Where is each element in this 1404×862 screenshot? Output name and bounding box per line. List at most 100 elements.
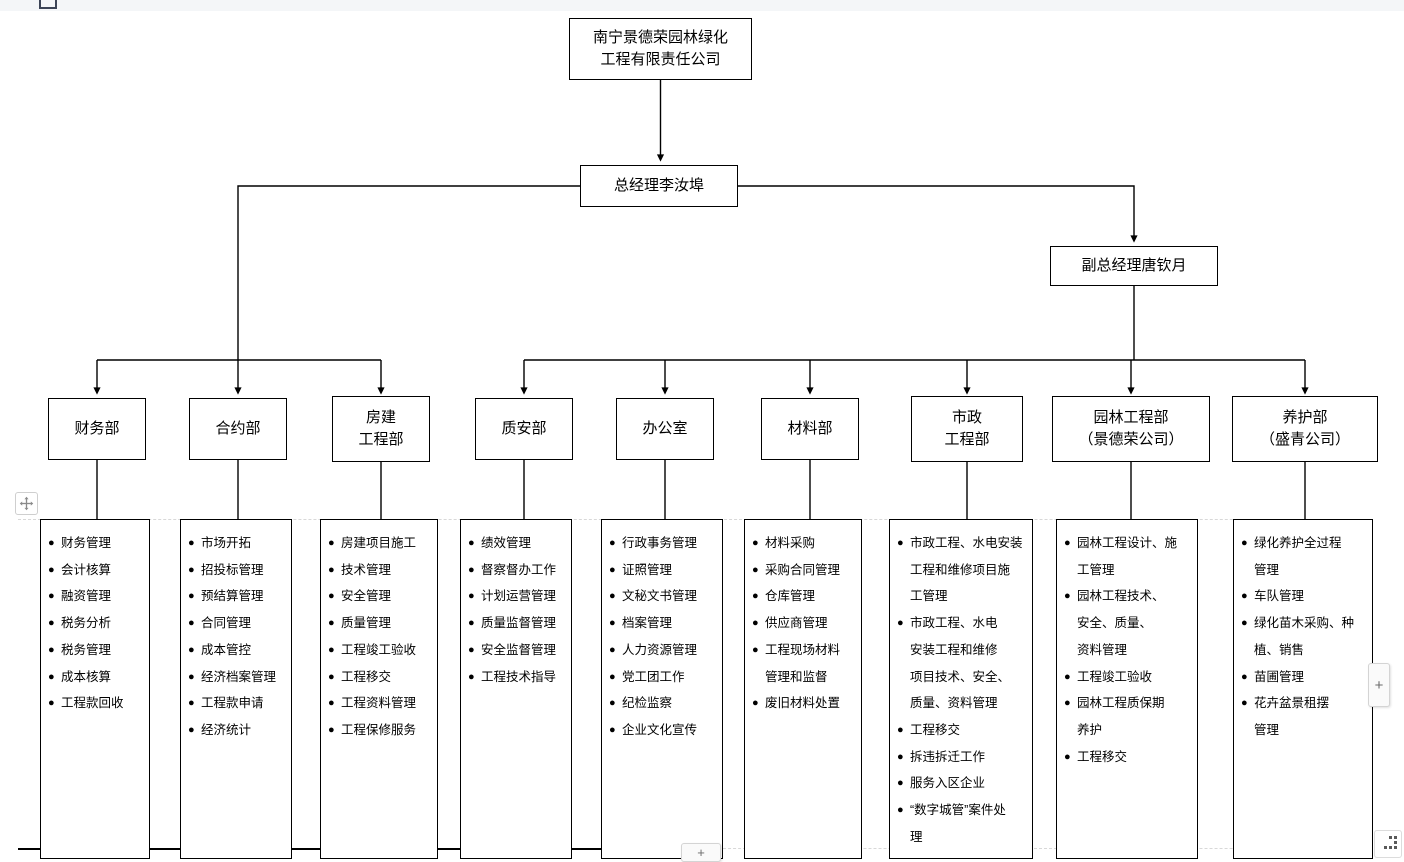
duty-item-label: 档案管理: [622, 616, 673, 631]
duty-item-label: 招投标管理: [201, 562, 264, 577]
duty-item: ●会计核算: [48, 557, 142, 584]
duty-item: ●“数字城管”案件处 理: [897, 797, 1025, 850]
duty-item: ●车队管理: [1241, 583, 1365, 610]
department-node-materials[interactable]: 材料部: [761, 398, 859, 460]
bullet-icon: ●: [188, 723, 195, 736]
bullet-icon: ●: [752, 590, 759, 603]
duty-item: ●企业文化宣传: [609, 717, 715, 744]
department-duties-maintenance[interactable]: ●绿化养护全过程 管理●车队管理●绿化苗木采购、种 植、销售●苗圃管理●花卉盆景…: [1233, 519, 1373, 859]
duty-item: ●市政工程、水电安装 工程和维修项目施 工管理: [897, 530, 1025, 610]
duty-item: ●招投标管理: [188, 557, 284, 584]
duty-item-label: 合同管理: [201, 616, 252, 631]
bullet-icon: ●: [188, 617, 195, 630]
department-node-landscape[interactable]: 园林工程部 （景德荣公司）: [1052, 396, 1210, 462]
general-manager-node[interactable]: 总经理李汝埠: [580, 165, 738, 207]
bullet-icon: ●: [188, 697, 195, 710]
duty-item-label: 绩效管理: [481, 536, 532, 550]
bullet-icon: ●: [1064, 697, 1071, 710]
bullet-icon: ●: [328, 590, 335, 603]
department-duties-landscape[interactable]: ●园林工程设计、施 工管理●园林工程技术、 安全、质量、 资料管理●工程竣工验收…: [1056, 519, 1198, 859]
duty-item: ● 督察督办工作: [468, 557, 564, 584]
vice-general-manager-node[interactable]: 副总经理唐钦月: [1050, 246, 1218, 286]
department-node-finance[interactable]: 财务部: [48, 398, 146, 460]
department-duties-materials[interactable]: ●材料采购●采购合同管理●仓库管理●供应商管理●工程现场材料 管理和监督●废旧材…: [744, 519, 862, 859]
bullet-icon: ●: [328, 697, 335, 710]
duty-item: ●园林工程技术、 安全、质量、 资料管理: [1064, 583, 1190, 663]
duty-item-label: 园林工程质保期 养护: [1077, 696, 1165, 737]
company-name-line1: 南宁景德荣园林绿化 工程有限责任公司: [592, 29, 728, 68]
duty-item-label: 财务管理: [61, 536, 112, 550]
duty-item: ●技术管理: [328, 557, 430, 584]
duty-item: ●行政事务管理: [609, 530, 715, 557]
bullet-icon: ●: [1064, 670, 1071, 683]
department-title-landscape: 园林工程部 （景德荣公司）: [1078, 409, 1184, 448]
duty-item-label: 计划运营管理: [481, 589, 557, 604]
department-duties-municipal[interactable]: ●市政工程、水电安装 工程和维修项目施 工管理●市政工程、水电 安装工程和维修 …: [889, 519, 1033, 859]
duty-item: ●供应商管理: [752, 610, 854, 637]
duty-item-label: 督察督办工作: [481, 562, 557, 577]
bullet-icon: ●: [897, 537, 904, 549]
duty-item-label: 工程竣工验收: [1077, 669, 1153, 684]
department-title-materials: 材料部: [787, 420, 833, 438]
move-handle-button[interactable]: [15, 492, 38, 515]
duty-item: ●税务分析: [48, 610, 142, 637]
department-title-housing: 房建 工程部: [358, 409, 404, 448]
duty-item: ●预结算管理: [188, 583, 284, 610]
duty-item: ●市场开拓: [188, 530, 284, 557]
duty-item: ●拆违拆迁工作: [897, 744, 1025, 771]
department-node-maintenance[interactable]: 养护部 （盛青公司）: [1232, 396, 1378, 462]
top-selection-handle[interactable]: [39, 0, 57, 9]
duty-item-label: 花卉盆景租摆 管理: [1254, 696, 1330, 737]
bullet-icon: ●: [328, 537, 335, 549]
duty-item-label: 工程移交: [1077, 749, 1128, 764]
duty-item-label: 工程移交: [341, 669, 392, 684]
add-column-right-button[interactable]: +: [1368, 663, 1390, 707]
bullet-icon: ●: [1064, 537, 1071, 549]
bullet-icon: ●: [609, 723, 616, 736]
bullet-icon: ●: [468, 643, 475, 656]
duty-item: ●安全监督管理: [468, 637, 564, 664]
bullet-icon: ●: [188, 670, 195, 683]
duty-item: ●苗圃管理: [1241, 664, 1365, 691]
duty-item-label: 会计核算: [61, 562, 112, 577]
duty-item-label: 成本管控: [201, 642, 252, 657]
add-row-bottom-button[interactable]: +: [681, 843, 721, 862]
bullet-icon: ●: [897, 617, 904, 630]
canvas-guide-bottom: [708, 848, 1368, 849]
duty-item: ●工程现场材料 管理和监督: [752, 637, 854, 690]
bullet-icon: ●: [468, 563, 475, 576]
duty-item-label: 成本核算: [61, 669, 112, 684]
duty-item: ●党工团工作: [609, 664, 715, 691]
department-duties-finance[interactable]: ●财务管理●会计核算●融资管理●税务分析●税务管理●成本核算●工程款回收: [40, 519, 150, 859]
department-node-contract[interactable]: 合约部: [189, 398, 287, 460]
department-node-quality-safety[interactable]: 质安部: [475, 398, 573, 460]
bullet-icon: ●: [897, 750, 904, 763]
duty-item: ● 园林工程质保期 养护: [1064, 690, 1190, 743]
duty-item-label: 市场开拓: [201, 536, 252, 550]
duty-item-label: 市政工程、水电 安装工程和维修 项目技术、安全、 质量、资料管理: [910, 616, 1011, 711]
duty-item-label: 文秘文书管理: [622, 589, 698, 604]
duty-item-label: 技术管理: [341, 562, 392, 577]
department-node-office[interactable]: 办公室: [616, 398, 714, 460]
department-node-housing[interactable]: 房建 工程部: [332, 396, 430, 462]
duty-item: ●证照管理: [609, 557, 715, 584]
duty-item: ●服务入区企业: [897, 770, 1025, 797]
bullet-icon: ●: [609, 697, 616, 710]
department-duties-contract[interactable]: ●市场开拓●招投标管理●预结算管理●合同管理●成本管控●经济档案管理●工程款申请…: [180, 519, 292, 859]
duty-item-label: 安全管理: [341, 589, 392, 604]
bullet-icon: ●: [1064, 590, 1071, 603]
department-title-quality-safety: 质安部: [501, 420, 547, 438]
bullet-icon: ●: [1064, 750, 1071, 763]
department-node-municipal[interactable]: 市政 工程部: [911, 396, 1023, 462]
company-node[interactable]: 南宁景德荣园林绿化 工程有限责任公司: [569, 18, 752, 80]
department-duties-office[interactable]: ●行政事务管理●证照管理●文秘文书管理●档案管理●人力资源管理●党工团工作●纪检…: [601, 519, 723, 859]
duty-item-label: 经济统计: [201, 722, 252, 737]
bullet-icon: ●: [609, 670, 616, 683]
duty-item: ●工程保修服务: [328, 717, 430, 744]
bullet-icon: ●: [609, 643, 616, 656]
department-duties-housing[interactable]: ●房建项目施工●技术管理●安全管理●质量管理●工程竣工验收●工程移交●工程资料管…: [320, 519, 438, 859]
resize-grip-button[interactable]: [1374, 830, 1402, 858]
duty-item-label: 证照管理: [622, 562, 673, 577]
department-duties-quality-safety[interactable]: ●绩效管理●督察督办工作●计划运营管理●质量监督管理●安全监督管理●工程技术指导: [460, 519, 572, 859]
